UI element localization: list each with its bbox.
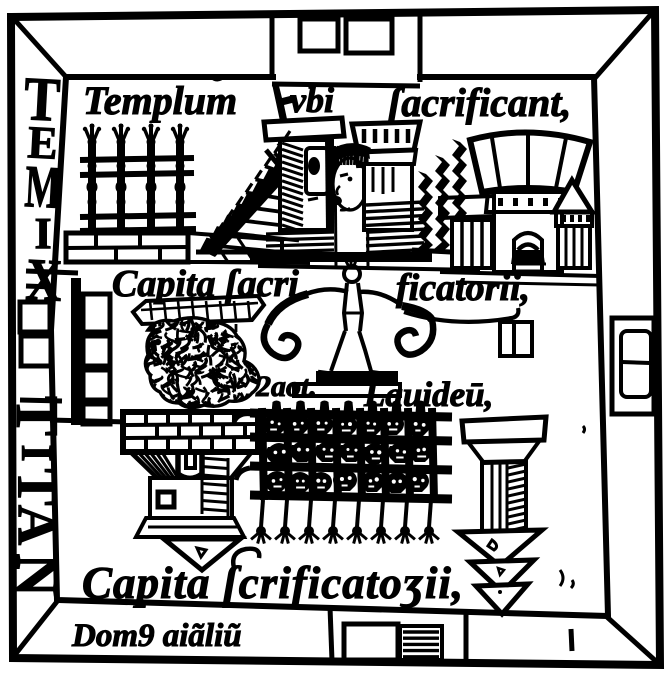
svg-text:ſacrificant,: ſacrificant, — [388, 80, 571, 125]
svg-text:Capita ſcrificatoʒii,: Capita ſcrificatoʒii, — [82, 558, 464, 608]
svg-text:A: A — [5, 505, 67, 546]
svg-text:N: N — [4, 553, 70, 596]
svg-text:M: M — [23, 153, 62, 221]
svg-text:Templum: Templum — [83, 78, 237, 123]
svg-text:vbi: vbi — [290, 80, 334, 120]
svg-text:ficatorii,: ficatorii, — [396, 267, 530, 309]
svg-text:Dom9 aiãliũ: Dom9 aiãliũ — [71, 618, 242, 654]
svg-text:Lauideū,: Lauideū, — [363, 375, 493, 414]
svg-text:T: T — [22, 65, 62, 135]
svg-text:I: I — [34, 209, 51, 258]
svg-text:2aot.: 2aot. — [255, 370, 317, 403]
svg-text:T: T — [5, 468, 67, 505]
svg-text:E: E — [26, 116, 59, 169]
svg-text:I: I — [13, 444, 62, 461]
